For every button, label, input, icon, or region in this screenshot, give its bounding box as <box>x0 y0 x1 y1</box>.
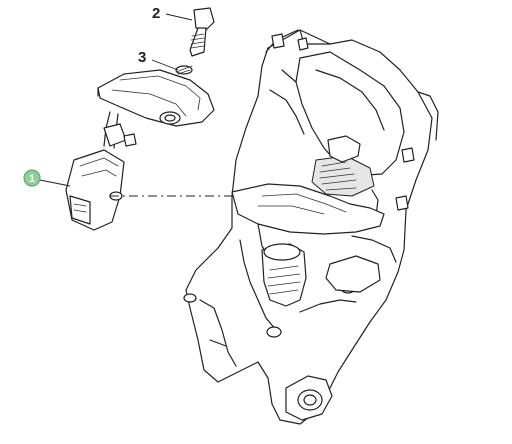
callout-3-label: 3 <box>138 49 146 66</box>
callout-2-leader <box>165 13 193 21</box>
bracket-assembly <box>183 29 439 425</box>
callout-1-badge: 1 <box>23 169 41 187</box>
callout-2-label: 2 <box>152 5 160 22</box>
callout-1-leader <box>39 179 71 187</box>
bolt-part <box>189 7 215 57</box>
callout-3-leader <box>151 59 179 71</box>
callout-1-label: 1 <box>29 173 35 185</box>
sensor-part <box>65 111 137 231</box>
cover-plate <box>97 69 215 127</box>
washer-part <box>175 65 193 75</box>
callout-1-badge-circle <box>23 169 41 187</box>
